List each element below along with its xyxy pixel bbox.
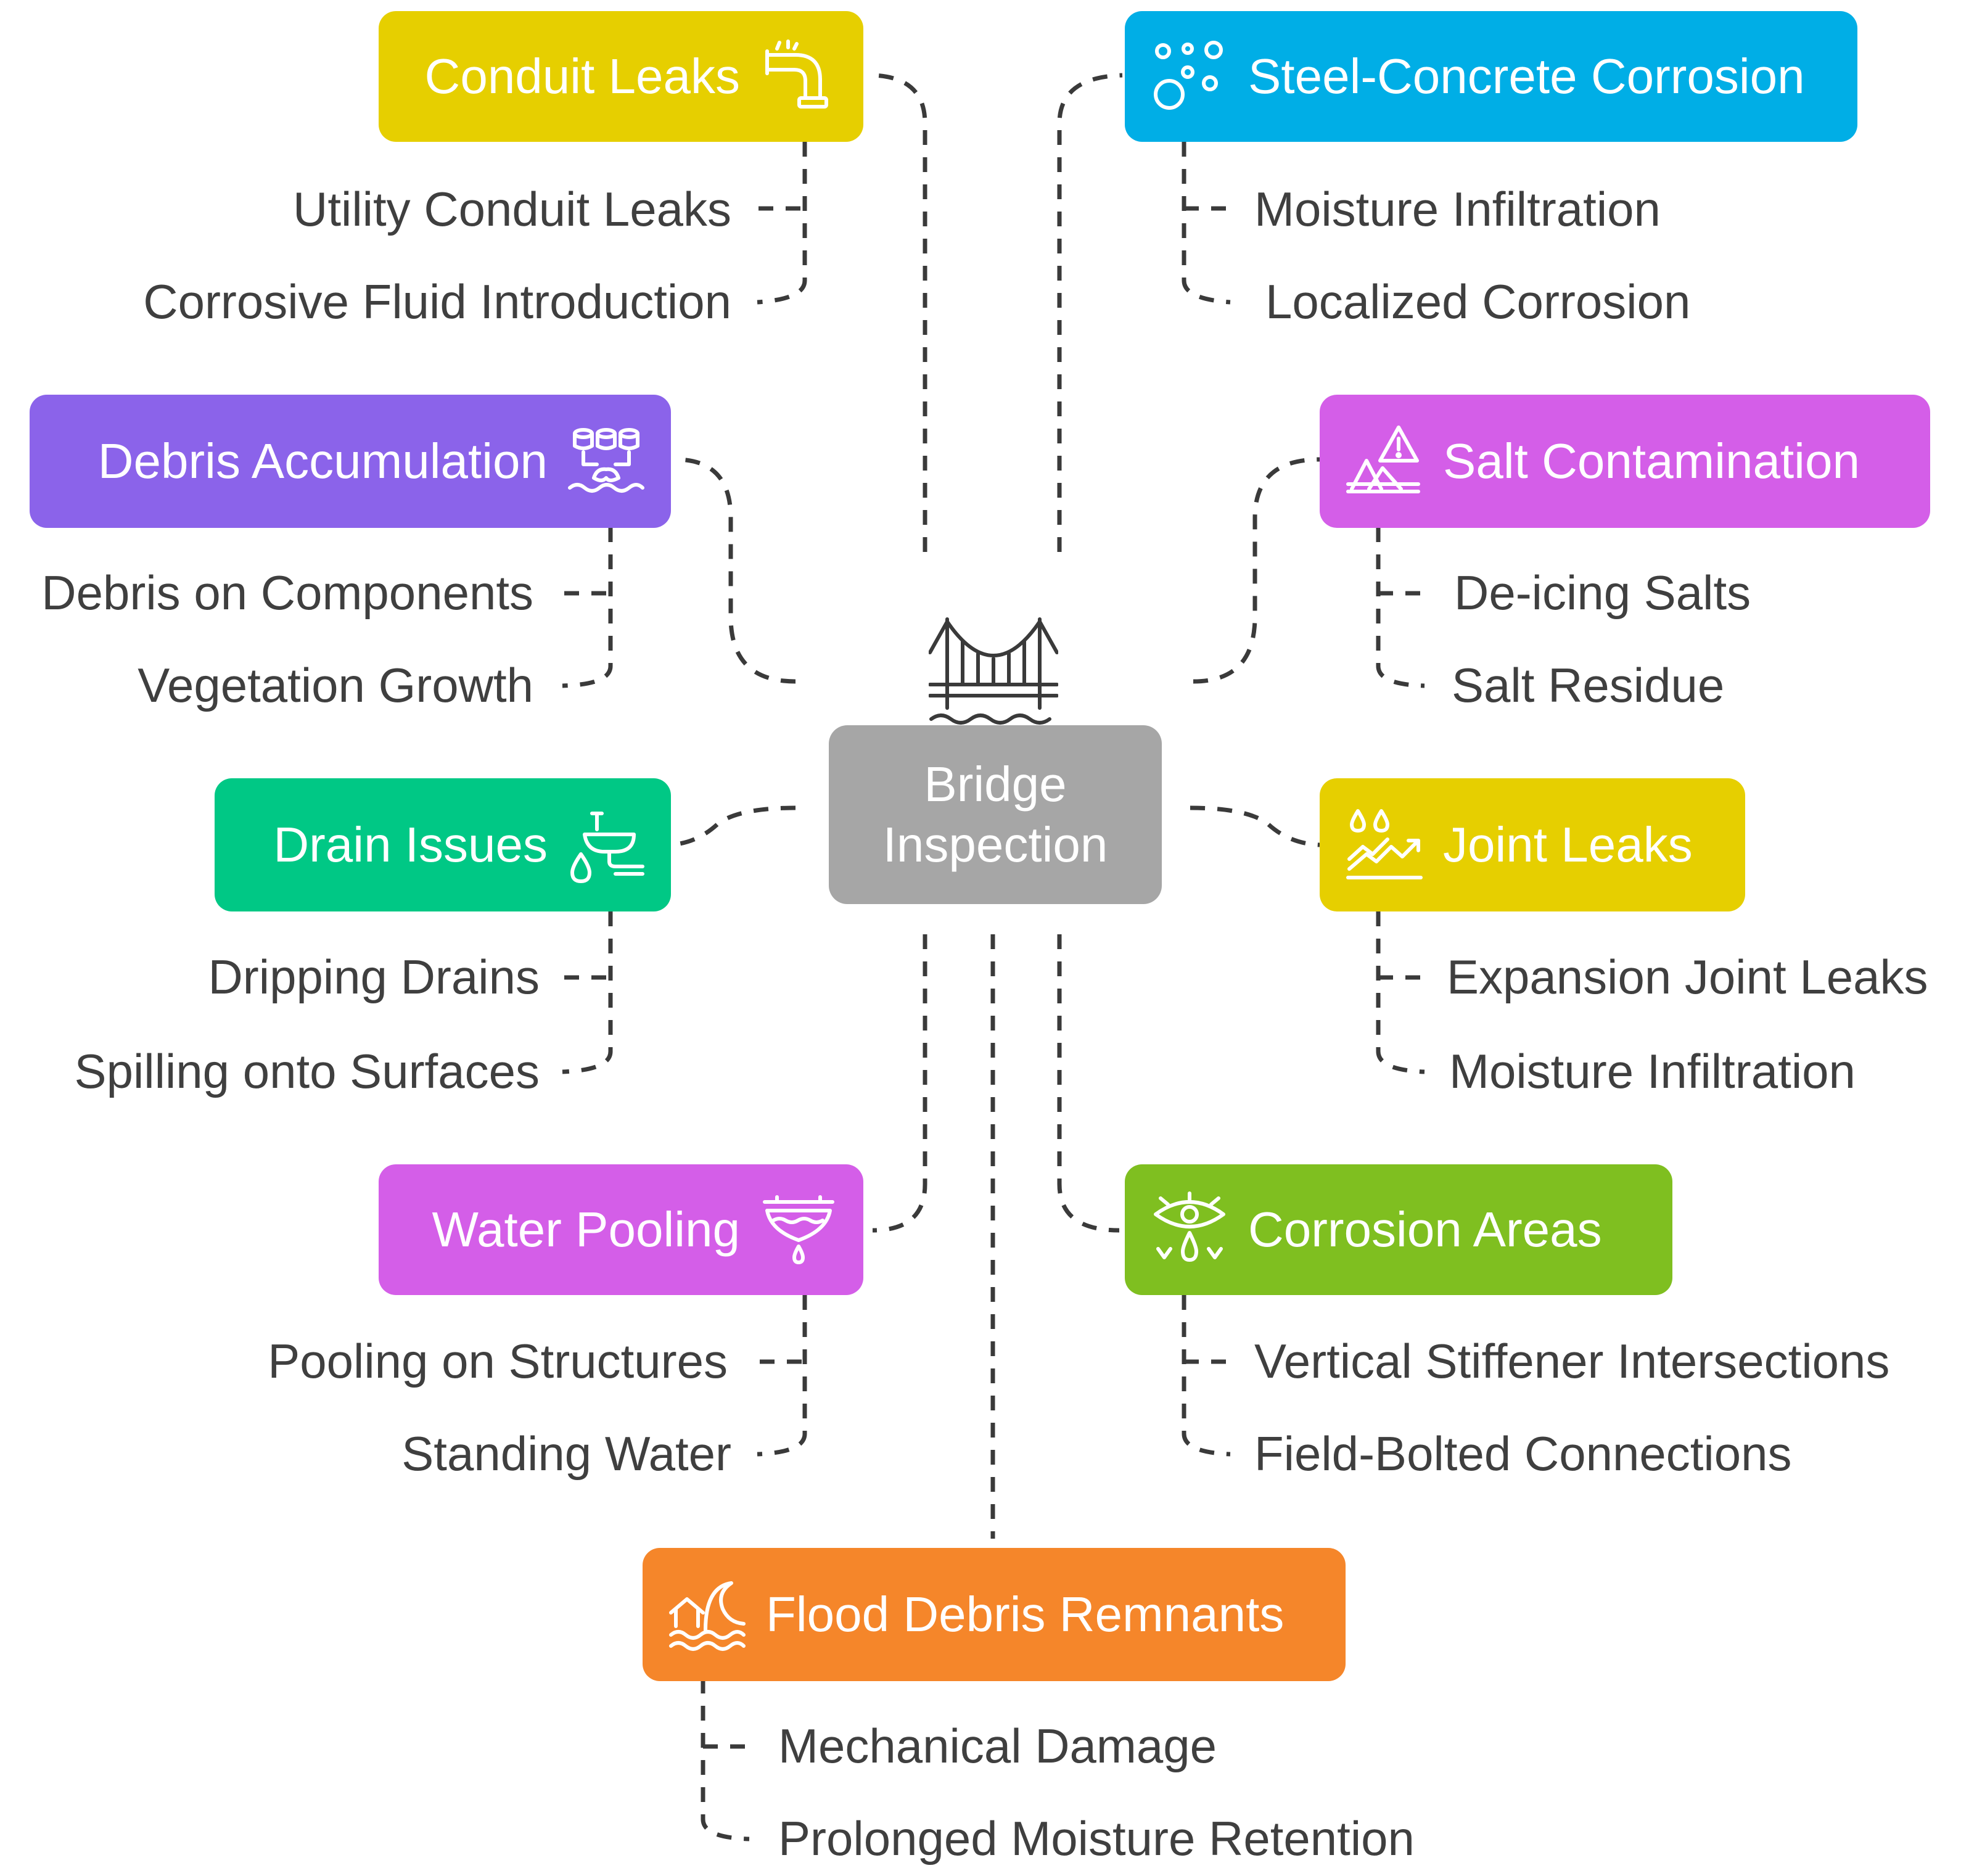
connector-corrosion-subs <box>1182 1295 1231 1457</box>
sub-de-icing-salts: De-icing Salts <box>1454 566 1751 620</box>
connector-joint-subs <box>1376 911 1425 1074</box>
connector-joint <box>1190 805 1320 847</box>
connector-salt <box>1193 457 1320 684</box>
connector-pooling-subs <box>757 1295 807 1457</box>
node-joint-leaks-label: Joint Leaks <box>1443 817 1693 872</box>
sub-localized-corrosion: Localized Corrosion <box>1265 274 1691 329</box>
node-drain-issues: Drain Issues <box>215 778 671 911</box>
connector-corrosion <box>1057 934 1120 1233</box>
node-water-pooling: Water Pooling <box>379 1164 863 1295</box>
bubbles-icon <box>1149 36 1230 117</box>
sub-debris-on-components: Debris on Components <box>41 566 533 620</box>
node-flood-debris-remnants-label: Flood Debris Remnants <box>766 1587 1285 1642</box>
node-corrosion-areas: Corrosion Areas <box>1125 1164 1672 1295</box>
sub-dripping-drains: Dripping Drains <box>208 950 540 1004</box>
connector-salt-subs <box>1376 527 1425 688</box>
sub-expansion-joint-leaks: Expansion Joint Leaks <box>1447 950 1928 1004</box>
central-topic-line2: Inspection <box>882 817 1108 872</box>
node-salt-contamination: Salt Contamination <box>1320 395 1930 528</box>
sub-moisture-infiltration-steel: Moisture Infiltration <box>1254 182 1661 236</box>
node-joint-leaks: Joint Leaks <box>1320 778 1745 911</box>
debris-icon <box>566 421 646 501</box>
joint-leak-icon <box>1344 805 1424 885</box>
connector-steel <box>1057 73 1123 552</box>
sub-spilling-onto-surfaces: Spilling onto Surfaces <box>74 1044 540 1098</box>
bridge-icon <box>929 617 1058 741</box>
connector-conduit <box>872 73 927 552</box>
pipe-icon <box>758 36 839 117</box>
connector-drain <box>668 805 796 847</box>
sub-pooling-on-structures: Pooling on Structures <box>268 1334 728 1388</box>
connector-steel-subs <box>1182 142 1231 305</box>
node-drain-issues-label: Drain Issues <box>273 817 548 872</box>
sub-vertical-stiffener-intersections: Vertical Stiffener Intersections <box>1254 1334 1890 1388</box>
sub-mechanical-damage: Mechanical Damage <box>778 1719 1217 1773</box>
drain-icon <box>566 805 646 885</box>
node-conduit-leaks-label: Conduit Leaks <box>424 49 740 104</box>
water-pool-icon <box>758 1190 839 1270</box>
node-conduit-leaks: Conduit Leaks <box>379 11 863 142</box>
connector-debris-subs <box>562 527 613 688</box>
salt-warning-icon <box>1344 421 1424 501</box>
sub-salt-residue: Salt Residue <box>1452 658 1725 712</box>
sub-vegetation-growth: Vegetation Growth <box>138 658 533 712</box>
connector-conduit-subs <box>757 142 807 305</box>
corrosion-eye-icon <box>1149 1190 1230 1270</box>
sub-field-bolted-connections: Field-Bolted Connections <box>1254 1426 1792 1481</box>
node-flood-debris-remnants: Flood Debris Remnants <box>643 1548 1346 1681</box>
connector-debris <box>675 457 796 684</box>
sub-utility-conduit-leaks: Utility Conduit Leaks <box>293 182 731 236</box>
node-steel-concrete-corrosion: Steel-Concrete Corrosion <box>1125 11 1857 142</box>
node-debris-accumulation-label: Debris Accumulation <box>97 434 548 488</box>
node-water-pooling-label: Water Pooling <box>432 1202 741 1257</box>
central-topic-line1: Bridge <box>924 757 1067 812</box>
node-steel-concrete-corrosion-label: Steel-Concrete Corrosion <box>1248 49 1805 104</box>
connector-flood-subs <box>701 1679 750 1841</box>
sub-prolonged-moisture-retention: Prolonged Moisture Retention <box>778 1811 1415 1866</box>
sub-corrosive-fluid-introduction: Corrosive Fluid Introduction <box>143 274 731 329</box>
node-corrosion-areas-label: Corrosion Areas <box>1248 1202 1602 1257</box>
node-salt-contamination-label: Salt Contamination <box>1443 434 1860 488</box>
sub-moisture-infiltration-joint: Moisture Infiltration <box>1449 1044 1856 1098</box>
connector-drain-subs <box>562 911 613 1074</box>
central-topic-box: Bridge Inspection <box>829 725 1162 904</box>
node-debris-accumulation: Debris Accumulation <box>30 395 671 528</box>
flood-icon <box>667 1574 747 1655</box>
connector-pooling <box>872 934 927 1233</box>
sub-standing-water: Standing Water <box>401 1426 731 1481</box>
